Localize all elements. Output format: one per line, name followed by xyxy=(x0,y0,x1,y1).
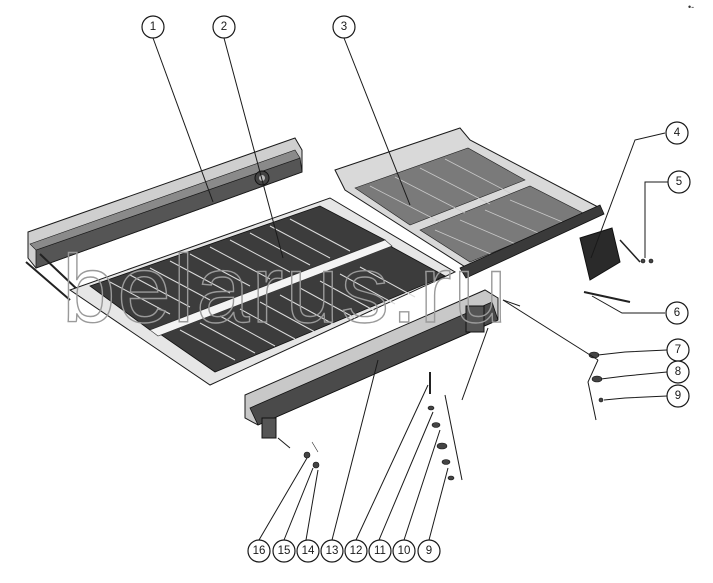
svg-text:10: 10 xyxy=(398,545,411,557)
fasteners xyxy=(303,258,654,481)
svg-text:6: 6 xyxy=(674,307,680,319)
callout-14: 14 xyxy=(296,539,320,563)
callout-10: 10 xyxy=(392,539,416,563)
callout-16: 16 xyxy=(247,539,271,563)
svg-text:9: 9 xyxy=(426,545,432,557)
svg-text:8: 8 xyxy=(675,366,681,378)
svg-text:11: 11 xyxy=(374,545,386,557)
callout-8: 8 xyxy=(666,360,690,384)
svg-text:12: 12 xyxy=(350,545,363,557)
part-3-sieve-panel xyxy=(334,127,605,279)
callout-2: 2 xyxy=(212,15,236,39)
callout-5: 5 xyxy=(667,170,691,194)
callout-9-right: 9 xyxy=(666,384,690,408)
svg-text:14: 14 xyxy=(302,545,315,557)
part-13-side-rail xyxy=(244,289,499,439)
part-4-bracket xyxy=(579,227,641,281)
svg-text:7: 7 xyxy=(675,344,681,356)
part-1-top-beam xyxy=(25,137,303,301)
svg-text:4: 4 xyxy=(674,127,681,139)
callout-7: 7 xyxy=(666,338,690,362)
leader-lines xyxy=(152,37,668,541)
svg-text:2: 2 xyxy=(221,21,227,33)
callout-4: 4 xyxy=(665,121,689,145)
svg-text:15: 15 xyxy=(278,545,291,557)
svg-text:3: 3 xyxy=(341,21,347,33)
callout-11: 11 xyxy=(368,539,392,563)
callout-12: 12 xyxy=(344,539,368,563)
callout-15: 15 xyxy=(272,539,296,563)
svg-text:5: 5 xyxy=(676,176,682,188)
corner-mark: •- xyxy=(688,2,694,12)
svg-text:9: 9 xyxy=(675,390,681,402)
watermark: belarus.ru xyxy=(62,236,509,343)
svg-text:16: 16 xyxy=(253,545,266,557)
callout-3: 3 xyxy=(332,15,356,39)
callout-6: 6 xyxy=(665,301,689,325)
svg-text:13: 13 xyxy=(326,545,339,557)
part-2-finger-grate xyxy=(68,197,457,386)
callout-9-bottom: 9 xyxy=(417,539,441,563)
callout-13: 13 xyxy=(320,539,344,563)
callout-1: 1 xyxy=(141,15,165,39)
svg-text:1: 1 xyxy=(150,21,156,33)
